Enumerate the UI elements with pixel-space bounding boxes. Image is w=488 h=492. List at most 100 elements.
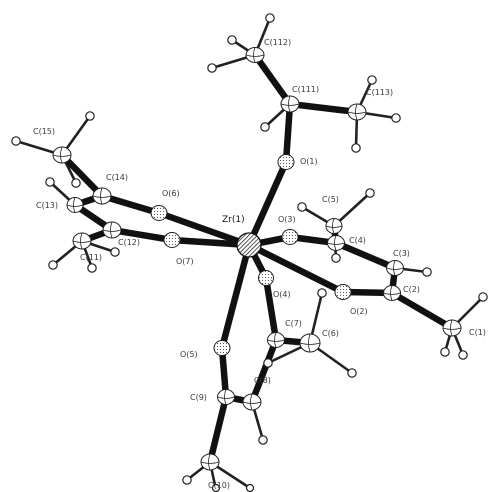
- label-c15: C(15): [33, 127, 55, 136]
- label-c4: C(4): [349, 236, 366, 245]
- label-o4: O(4): [273, 290, 291, 299]
- atom-o4: [258, 270, 274, 286]
- bond-c111-c113: [286, 100, 361, 116]
- bond-c9-c10: [206, 393, 230, 466]
- hydrogen-atom: [182, 475, 192, 485]
- atom-c112: [245, 47, 265, 63]
- label-c1: C(1): [469, 328, 486, 337]
- atom-o2: [334, 284, 352, 300]
- atom-c14: [92, 187, 112, 205]
- label-c3: C(3): [393, 249, 410, 258]
- label-c9: C(9): [190, 393, 207, 402]
- hydrogen-atom: [45, 177, 55, 187]
- label-c13: C(13): [36, 201, 58, 210]
- label-o6: O(6): [162, 189, 180, 198]
- hydrogen-atom: [71, 178, 81, 188]
- carbon-atoms: [52, 47, 462, 471]
- hydrogen-atom: [347, 368, 357, 378]
- hydrogen-atom: [11, 136, 21, 146]
- hydrogen-atom: [87, 263, 97, 273]
- hydrogen-atom: [365, 188, 375, 198]
- label-o7: O(7): [176, 257, 194, 266]
- hydrogen-atom: [207, 63, 217, 73]
- atom-c5: [325, 218, 343, 234]
- label-o5: O(5): [180, 350, 198, 359]
- hydrogen-atom: [260, 122, 270, 132]
- atom-c1: [442, 319, 462, 337]
- atom-c10: [200, 453, 220, 471]
- bond-zr1-o2: [245, 241, 347, 296]
- atom-o6: [150, 205, 168, 221]
- hydrogen-atom: [245, 483, 255, 492]
- hydrogen-atom: [351, 143, 361, 153]
- atom-c13: [66, 197, 84, 213]
- hydrogen-atom: [85, 111, 95, 121]
- atom-o7: [163, 232, 181, 248]
- atom-c8: [242, 393, 262, 411]
- atom-o5: [213, 340, 231, 356]
- hydrogen-atom: [317, 288, 327, 298]
- atom-c2: [383, 285, 401, 301]
- bond-c7-c8: [248, 336, 280, 406]
- bond-c14-c15: [58, 151, 106, 200]
- atom-c9: [217, 389, 235, 405]
- atom-c11: [72, 232, 92, 250]
- hydrogen-atom: [227, 35, 237, 45]
- hydrogen-atom: [331, 253, 341, 263]
- atom-c6: [299, 333, 321, 353]
- bond-zr1-o1: [245, 158, 290, 249]
- label-c11: C(11): [80, 253, 102, 262]
- hydrogen-atom: [258, 435, 268, 445]
- bond-o4-c7: [262, 274, 280, 344]
- label-c112: C(112): [264, 38, 291, 47]
- label-c8: C(8): [254, 376, 271, 385]
- bond-o6-c14: [98, 192, 163, 217]
- label-c2: C(2): [403, 285, 420, 294]
- hydrogen-atom: [48, 260, 58, 270]
- atom-o1: [277, 154, 295, 170]
- bond-o1-c111: [282, 100, 294, 166]
- atom-c3: [386, 260, 404, 276]
- hydrogen-atom: [263, 358, 273, 368]
- hydrogen-atom: [391, 113, 401, 123]
- atom-c15: [52, 146, 72, 164]
- label-c6: C(6): [322, 329, 339, 338]
- hydrogen-atom: [478, 292, 488, 302]
- label-o1: O(1): [300, 157, 318, 166]
- atom-c4: [327, 235, 345, 251]
- bond-zr1-o7: [168, 236, 253, 249]
- atom-zr1: [236, 232, 262, 258]
- bond-c2-c1: [388, 289, 456, 332]
- hydrogen-atom: [367, 75, 377, 85]
- hydrogen-atom: [422, 267, 432, 277]
- bond-c111-c112: [251, 51, 294, 108]
- label-o3: O(3): [278, 215, 296, 224]
- label-c14: C(14): [106, 173, 128, 182]
- label-o2: O(2): [350, 307, 368, 316]
- atom-c113: [347, 103, 367, 121]
- label-c5: C(5): [322, 195, 339, 204]
- atom-c7: [267, 332, 285, 348]
- bond-o5-c9: [218, 344, 230, 401]
- bond-o7-c12: [108, 226, 176, 244]
- label-c7: C(7): [285, 319, 302, 328]
- oxygen-atoms: [150, 154, 352, 356]
- hydrogen-atom: [440, 347, 450, 357]
- label-c113: C(113): [366, 88, 393, 97]
- atom-c111: [280, 95, 300, 113]
- label-zr1: Zr(1): [222, 215, 245, 225]
- hydrogen-atom: [110, 247, 120, 257]
- bond-zr1-o6: [155, 209, 253, 249]
- bond-c4-c3: [332, 239, 399, 272]
- hydrogen-atoms: [11, 13, 488, 492]
- hydrogen-atom: [297, 202, 307, 212]
- atom-labels: Zr(1) O(1) O(2) O(3) O(4) O(5) O(6) O(7)…: [33, 38, 486, 490]
- atom-c12: [102, 221, 122, 239]
- hydrogen-atom: [458, 350, 468, 360]
- hydrogen-atom: [265, 13, 275, 23]
- label-c12: C(12): [118, 238, 140, 247]
- atom-o3: [281, 229, 299, 245]
- label-c111: C(111): [292, 85, 319, 94]
